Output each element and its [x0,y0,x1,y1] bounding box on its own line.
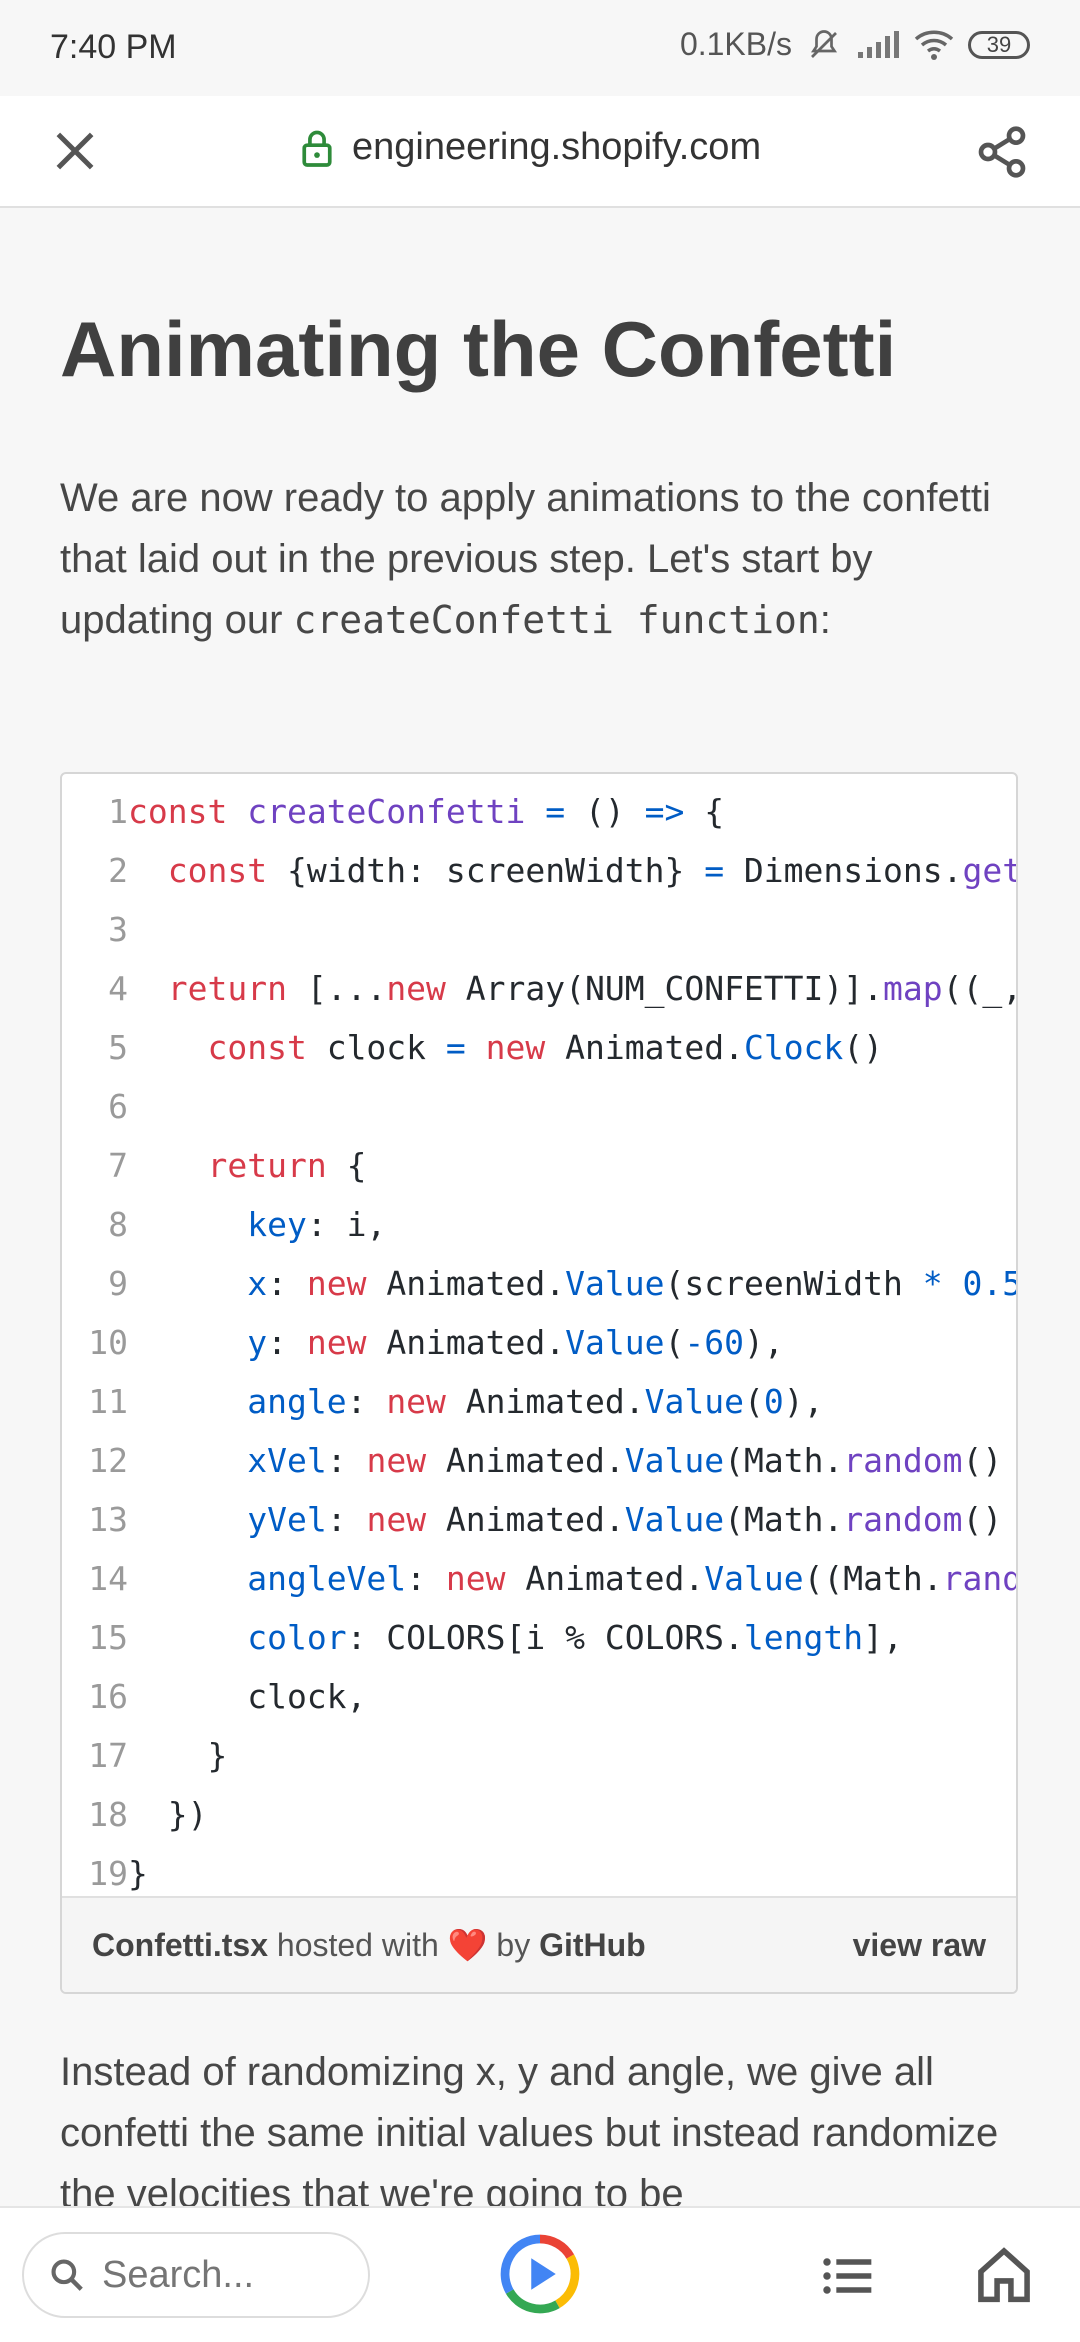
code-line: 14 angleVel: new Animated.Value((Math.ra… [62,1549,1016,1608]
line-number: 2 [108,851,128,890]
status-bar: 7:40 PM 0.1KB/s 39 [0,0,1080,96]
intro-inline-code: createConfetti function [293,598,820,642]
line-number: 5 [108,1028,128,1067]
gist-by-text: by [496,1927,531,1963]
code-text: const createConfetti = () => { [128,792,725,831]
view-raw-link[interactable]: view raw [852,1926,986,1963]
gist-footer: Confetti.tsx hosted with ❤️ by GitHub vi… [62,1896,1016,1992]
search-box[interactable] [22,2232,370,2318]
intro-text: We are now ready to apply animations to … [60,476,991,642]
search-input[interactable] [100,2252,354,2298]
list-icon[interactable] [820,2248,876,2304]
code-line: 2 const {width: screenWidth} = Dimension… [62,841,1016,900]
code-text: yVel: new Animated.Value(Math.random() [247,1500,1003,1539]
code-text: } [128,1854,148,1893]
line-number: 9 [108,1264,128,1303]
url-text: engineering.shopify.com [352,126,762,168]
code-line: 7 return { [62,1136,1016,1195]
code-line: 16 clock, [62,1667,1016,1726]
line-number: 8 [108,1205,128,1244]
code-text: angle: new Animated.Value(0), [247,1382,824,1421]
line-number: 19 [88,1854,128,1893]
battery-icon: 39 [968,30,1030,59]
code-line: 12 xVel: new Animated.Value(Math.random(… [62,1431,1016,1490]
code-line: 3 [62,900,1016,959]
wifi-icon [914,29,954,61]
play-logo-icon[interactable] [498,2232,582,2316]
line-number: 18 [88,1795,128,1834]
after-paragraph: Instead of randomizing x, y and angle, w… [60,2050,999,2216]
close-icon[interactable] [50,126,100,176]
line-number: 7 [108,1146,128,1185]
status-icons: 0.1KB/s 39 [680,26,1030,63]
home-icon[interactable] [976,2244,1032,2304]
code-line: 15 color: COLORS[i % COLORS.length], [62,1608,1016,1667]
code-line: 18 }) [62,1785,1016,1844]
share-icon[interactable] [974,124,1030,180]
code-text: return { [207,1146,367,1185]
code-line: 13 yVel: new Animated.Value(Math.random(… [62,1490,1016,1549]
code-line: 9 x: new Animated.Value(screenWidth * 0.… [62,1254,1016,1313]
lock-icon [302,130,332,167]
code-line: 6 [62,1077,1016,1136]
line-number: 17 [88,1736,128,1775]
mute-icon [806,27,842,63]
code-text: key: i, [247,1205,387,1244]
line-number: 13 [88,1500,128,1539]
bottom-navigation [0,2206,1080,2342]
code-line: 10 y: new Animated.Value(-60), [62,1313,1016,1372]
code-text: const {width: screenWidth} = Dimensions.… [167,851,1016,890]
line-number: 6 [108,1087,128,1126]
gist-host-link[interactable]: GitHub [539,1927,646,1963]
code-text: clock, [128,1677,367,1716]
status-time: 7:40 PM [50,28,177,66]
code-line: 5 const clock = new Animated.Clock() [62,1018,1016,1077]
line-number: 14 [88,1559,128,1598]
code-text: angleVel: new Animated.Value((Math.rand [247,1559,1016,1598]
line-number: 11 [88,1382,128,1421]
intro-tail: : [819,598,831,642]
code-line: 17 } [62,1726,1016,1785]
network-speed: 0.1KB/s [679,26,792,62]
signal-icon [856,30,900,60]
code-line: 11 angle: new Animated.Value(0), [62,1372,1016,1431]
line-number: 15 [88,1618,128,1657]
code-line: 19} [62,1844,1016,1902]
line-number: 10 [88,1323,128,1362]
code-line: 4 return [...new Array(NUM_CONFETTI)].ma… [62,959,1016,1018]
heart-icon: ❤️ [447,1927,488,1963]
code-line: 8 key: i, [62,1195,1016,1254]
line-number: 4 [108,969,128,1008]
gist-filename[interactable]: Confetti.tsx [92,1927,268,1963]
line-number: 16 [88,1677,128,1716]
gist-hosted-text: hosted with [276,1927,439,1963]
article-title: Animating the Confetti [60,305,897,393]
code-text: xVel: new Animated.Value(Math.random() [247,1441,1003,1480]
code-text: return [...new Array(NUM_CONFETTI)].map(… [167,969,1016,1008]
code-text: color: COLORS[i % COLORS.length], [247,1618,903,1657]
search-icon [51,2259,83,2291]
url-display[interactable]: engineering.shopify.com [300,126,761,169]
code-text: } [128,1736,228,1775]
code-text: }) [128,1795,208,1834]
line-number: 3 [108,910,128,949]
gist-meta: Confetti.tsx hosted with ❤️ by GitHub [92,1926,646,1964]
code-text: y: new Animated.Value(-60), [247,1323,784,1362]
line-number: 12 [88,1441,128,1480]
intro-paragraph: We are now ready to apply animations to … [60,468,1020,651]
line-number: 1 [108,792,128,831]
browser-toolbar: engineering.shopify.com [0,96,1080,208]
code-text: x: new Animated.Value(screenWidth * 0.5 [247,1264,1016,1303]
code-text: const clock = new Animated.Clock() [207,1028,884,1067]
